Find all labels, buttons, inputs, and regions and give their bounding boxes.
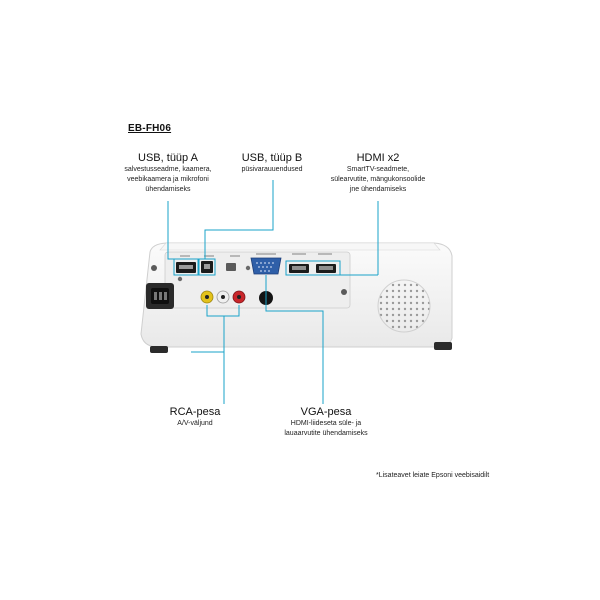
vga-port [250, 257, 282, 275]
hdmi-port-2 [316, 264, 336, 273]
screw-icon [245, 265, 251, 271]
right-foot [434, 342, 452, 350]
callout-usb-a-desc-2: veebikaamera ja mikrofoni [127, 176, 209, 183]
callout-vga-title: VGA-pesa [300, 406, 352, 418]
screw-icon [177, 276, 183, 282]
leader-vga [265, 275, 324, 404]
callout-usb-b: USB, tüüp B püsivarauuendused [222, 151, 322, 175]
speaker-grille [377, 279, 431, 333]
callout-rca: RCA-pesa A/V-väljund [155, 405, 235, 429]
rca-jack-video [200, 290, 214, 304]
left-foot [150, 346, 168, 353]
callout-hdmi-desc-1: SmartTV-seadmete, [346, 166, 410, 173]
callout-usb-b-title: USB, tüüp B [241, 152, 303, 164]
usb-a-port [176, 262, 196, 273]
usb-b-port [201, 261, 213, 273]
callout-rca-desc-1: A/V-väljund [177, 420, 213, 427]
rca-jack-audio-left [216, 290, 230, 304]
footnote: *Lisateavet leiate Epsoni veebisaidilt [376, 472, 490, 479]
callout-rca-title: RCA-pesa [169, 406, 221, 418]
screw-icon [151, 265, 157, 271]
leader-usb-b [204, 180, 274, 259]
rca-jack-audio-right [232, 290, 246, 304]
callout-hdmi-desc-2: sülearvutite, mängukonsoolide [330, 176, 426, 183]
callout-usb-a-desc-1: salvestusseadme, kaamera, [124, 166, 212, 173]
model-label: EB-FH06 [128, 123, 172, 134]
leader-lines [167, 180, 379, 404]
callout-usb-a-desc-3: ühendamiseks [145, 186, 191, 193]
callout-vga-desc-1: HDMI-liideseta süle- ja [290, 420, 362, 427]
service-port [226, 263, 236, 271]
screw-icon [341, 289, 347, 295]
callout-vga: VGA-pesa HDMI-liideseta süle- ja lauaarv… [270, 405, 382, 439]
power-inlet [146, 283, 174, 309]
callout-usb-a-title: USB, tüüp A [138, 152, 198, 164]
hdmi-port-1 [289, 264, 309, 273]
callout-hdmi: HDMI x2 SmartTV-seadmete, sülearvutite, … [318, 151, 438, 195]
callout-usb-a: USB, tüüp A salvestusseadme, kaamera, ve… [108, 151, 228, 195]
callout-vga-desc-2: lauaarvutite ühendamiseks [284, 430, 368, 437]
callout-hdmi-title: HDMI x2 [356, 152, 400, 164]
callout-usb-b-desc-1: püsivarauuendused [241, 166, 303, 173]
callout-hdmi-desc-3: jne ühendamiseks [349, 186, 407, 193]
